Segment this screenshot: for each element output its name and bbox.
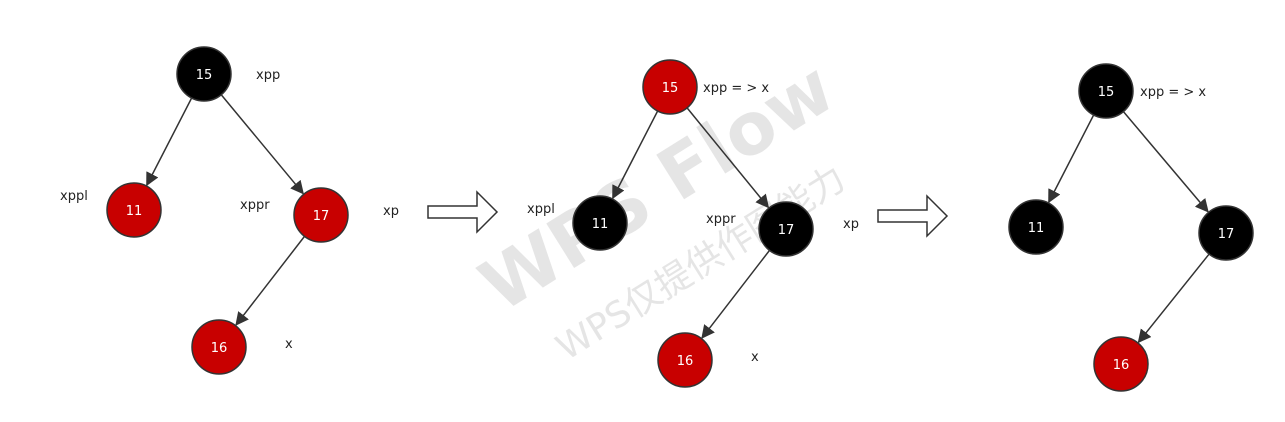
transition-arrow-2 xyxy=(877,194,949,238)
node-label: 16 xyxy=(211,341,228,356)
node-circle-red xyxy=(642,59,698,115)
node-label: 16 xyxy=(1113,358,1130,373)
node-label: 15 xyxy=(662,81,679,96)
tree-edge xyxy=(701,249,771,339)
transition-arrow-1 xyxy=(427,190,499,234)
annotation-xppl: xppl xyxy=(60,189,88,204)
node-label: 17 xyxy=(1218,227,1235,242)
node-circle-red xyxy=(293,187,349,243)
node-label: 15 xyxy=(1098,85,1115,100)
tree-edge xyxy=(1048,114,1095,204)
tree-node-17: 17 xyxy=(1198,205,1254,261)
tree-edge xyxy=(235,235,306,326)
node-circle-black xyxy=(1198,205,1254,261)
node-circle-black xyxy=(1078,63,1134,119)
annotation-xp: xp xyxy=(843,217,859,232)
node-circle-red xyxy=(191,319,247,375)
tree-step-1: 15 11 17 16 xpp xppl xppr xp x xyxy=(60,46,399,375)
annotation-xppr: xppr xyxy=(240,198,270,213)
node-label: 17 xyxy=(313,209,330,224)
tree-edge xyxy=(220,94,304,195)
node-label: 15 xyxy=(196,68,213,83)
annotation-xppr: xppr xyxy=(706,212,736,227)
node-circle-black xyxy=(1008,199,1064,255)
node-circle-black xyxy=(758,201,814,257)
tree-node-16: 16 xyxy=(191,319,247,375)
tree-node-17: 17 xyxy=(293,187,349,243)
node-label: 11 xyxy=(126,204,143,219)
node-label: 16 xyxy=(677,354,694,369)
node-label: 17 xyxy=(778,223,795,238)
annotation-xpp: xpp xyxy=(256,68,280,83)
annotation-xpp: xpp = > x xyxy=(1140,85,1206,100)
trees-layer: 15 11 17 16 xpp xppl xppr xp x 15 11 17 16 xpp = > x x… xyxy=(60,46,1254,392)
annotation-xpp: xpp = > x xyxy=(703,81,769,96)
tree-node-11: 11 xyxy=(572,195,628,251)
node-circle-red xyxy=(657,332,713,388)
node-label: 11 xyxy=(592,217,609,232)
tree-edge xyxy=(686,107,770,209)
node-circle-red xyxy=(106,182,162,238)
annotation-xppl: xppl xyxy=(527,202,555,217)
tree-step-2: 15 11 17 16 xpp = > x xppl xppr xp x xyxy=(527,59,859,388)
tree-step-3: 15 11 17 16 xpp = > x xyxy=(1008,63,1254,392)
tree-node-15: 15 xyxy=(176,46,232,102)
tree-node-15: 15 xyxy=(642,59,698,115)
annotation-xp: xp xyxy=(383,204,399,219)
tree-node-11: 11 xyxy=(106,182,162,238)
tree-edge xyxy=(612,110,659,200)
tree-node-11: 11 xyxy=(1008,199,1064,255)
node-circle-black xyxy=(176,46,232,102)
tree-edge xyxy=(1137,253,1210,344)
annotation-x: x xyxy=(285,337,293,352)
node-label: 11 xyxy=(1028,221,1045,236)
tree-edge xyxy=(1122,111,1209,213)
tree-node-15: 15 xyxy=(1078,63,1134,119)
tree-edge xyxy=(146,97,193,187)
annotation-x: x xyxy=(751,350,759,365)
tree-node-16: 16 xyxy=(657,332,713,388)
node-circle-black xyxy=(572,195,628,251)
tree-node-17: 17 xyxy=(758,201,814,257)
tree-node-16: 16 xyxy=(1093,336,1149,392)
node-circle-red xyxy=(1093,336,1149,392)
